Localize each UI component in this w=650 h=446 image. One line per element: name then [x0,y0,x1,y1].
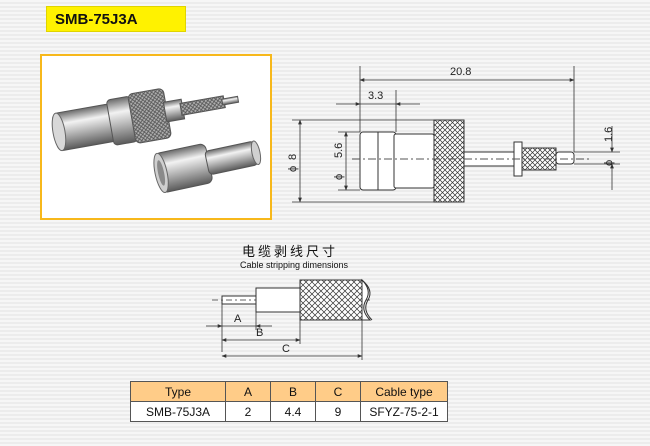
dimension-overall-length: 20.8 [359,66,575,82]
cell-c: 9 [315,401,361,422]
stripping-title-en: Cable stripping dimensions [240,260,349,270]
cell-type: SMB-75J3A [130,401,226,422]
dimension-C: C [221,343,363,358]
dimension-front-diameter: ϕ 5.6 [333,131,348,191]
header-cable-type: Cable type [360,381,448,402]
svg-text:ϕ: ϕ [333,174,345,180]
dimension-body-diameter: ϕ 8 [287,119,302,203]
dim-label-B: B [256,327,263,339]
dim-label-C: C [282,343,290,355]
dim-label-overall: 20.8 [450,66,471,78]
cell-b: 4.4 [270,401,316,422]
cell-a: 2 [225,401,271,422]
connector-photo-illustration [51,88,262,194]
dimension-front-length: 3.3 [336,90,420,106]
dimension-B: B [221,327,301,342]
table-row: SMB-75J3A 2 4.4 9 SFYZ-75-2-1 [130,401,448,422]
cable-stripping-drawing [212,278,373,321]
pin [555,151,575,165]
connector-side-view [352,119,590,203]
svg-text:ϕ: ϕ [287,166,299,172]
dim-label-A: A [234,313,242,325]
spec-table-header: Type A B C Cable type [130,381,448,402]
header-type: Type [130,381,226,402]
product-title: SMB-75J3A [55,11,138,28]
svg-text:ϕ: ϕ [603,160,615,166]
stripping-title-cn: 电缆剥线尺寸 [242,245,339,260]
rear-body [393,133,435,189]
dimension-pin-diameter: ϕ 1.6 [603,126,615,190]
dim-label-front-diameter: 5.6 [333,143,345,158]
header-a: A [225,381,271,402]
dim-label-body-diameter: 8 [287,154,299,160]
title-bar: SMB-75J3A [46,6,186,32]
header-c: C [315,381,361,402]
knurled-nut [433,119,465,203]
cell-cable-type: SFYZ-75-2-1 [360,401,448,422]
product-photo [40,54,272,220]
spec-table: Type A B C Cable type SMB-75J3A 2 4.4 9 … [130,381,448,422]
header-b: B [270,381,316,402]
dimension-A: A [206,313,272,328]
dim-label-front: 3.3 [368,90,383,102]
dim-label-pin-diameter: 1.6 [603,127,615,142]
